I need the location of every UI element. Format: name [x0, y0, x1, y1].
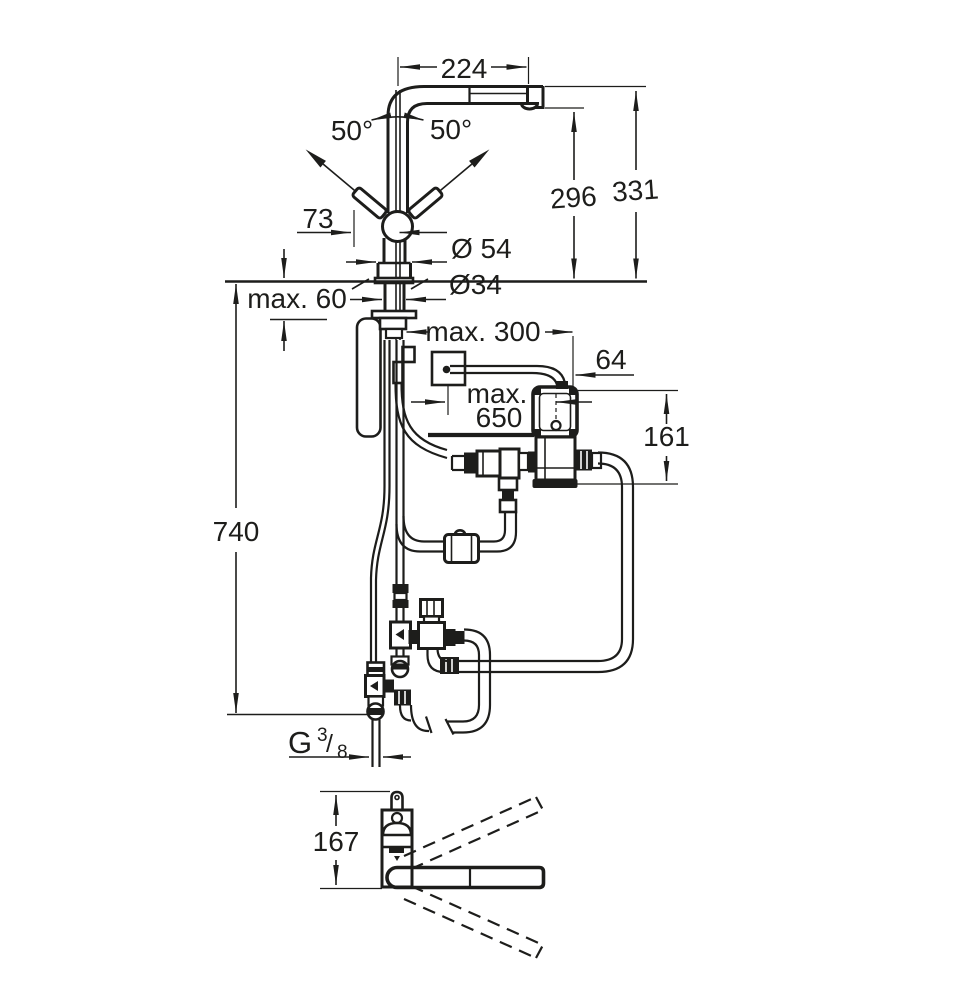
aerator-dome — [519, 102, 540, 111]
dim-hole-diameter: Ø34 — [449, 269, 502, 300]
mounting-nut — [378, 316, 408, 331]
upper-dimensions: 224 50° 50° 73 296 331 Ø 54 Ø34 m — [213, 53, 660, 716]
dim-supply-drop: 740 — [213, 516, 260, 547]
outlet-hose — [459, 451, 635, 674]
dim-deck-thickness: max. 60 — [247, 283, 347, 314]
dim-hose-length-value: 650 — [476, 402, 523, 433]
handle-left-position — [305, 149, 388, 220]
tee-fitting — [498, 447, 521, 480]
under-counter-assembly — [355, 283, 635, 767]
check-valve — [389, 584, 412, 679]
body-top-view — [380, 808, 414, 889]
dim-spout-projection: 224 — [441, 53, 488, 84]
dim-spout-height: 296 — [549, 180, 598, 214]
dim-control-height: 161 — [643, 421, 690, 452]
dim-control-offset: 64 — [595, 344, 626, 375]
faucet-top-view: 167 — [313, 790, 546, 960]
dim-thread-denominator: 8 — [337, 742, 348, 763]
swivel-arc — [371, 112, 424, 121]
dim-top-view-depth: 167 — [313, 826, 360, 857]
under-counter-dimensions: max. 300 64 max. 650 161 G 3 / 8 — [288, 316, 690, 763]
mounting-outline — [355, 317, 382, 438]
mixing-valve — [408, 598, 465, 650]
swivel-range-dashed — [403, 795, 544, 960]
dim-base-diameter: Ø 54 — [451, 233, 512, 264]
dim-hose-length-word: max. — [467, 378, 528, 409]
dim-handle-clearance: 73 — [302, 203, 333, 234]
dim-thread-numerator: 3 — [317, 725, 328, 746]
dim-thread-slash: / — [326, 730, 333, 758]
inline-filter — [443, 533, 480, 564]
spout-top-view — [385, 865, 546, 890]
control-unit — [531, 381, 603, 488]
dim-total-height: 331 — [611, 173, 660, 207]
hose-coupling — [475, 449, 502, 478]
dim-angle-right: 50° — [430, 114, 472, 145]
dim-thread-letter: G — [288, 725, 312, 760]
faucet-side-view — [305, 85, 545, 285]
cable-connector — [392, 360, 404, 385]
handle-right-position — [407, 149, 490, 220]
handle-ball-joint — [381, 210, 414, 243]
dim-control-distance: max. 300 — [425, 316, 540, 347]
handle-top-view — [390, 790, 404, 810]
supply-valve — [364, 661, 433, 767]
spout-inner — [406, 102, 528, 140]
dim-angle-left: 50° — [331, 115, 373, 146]
